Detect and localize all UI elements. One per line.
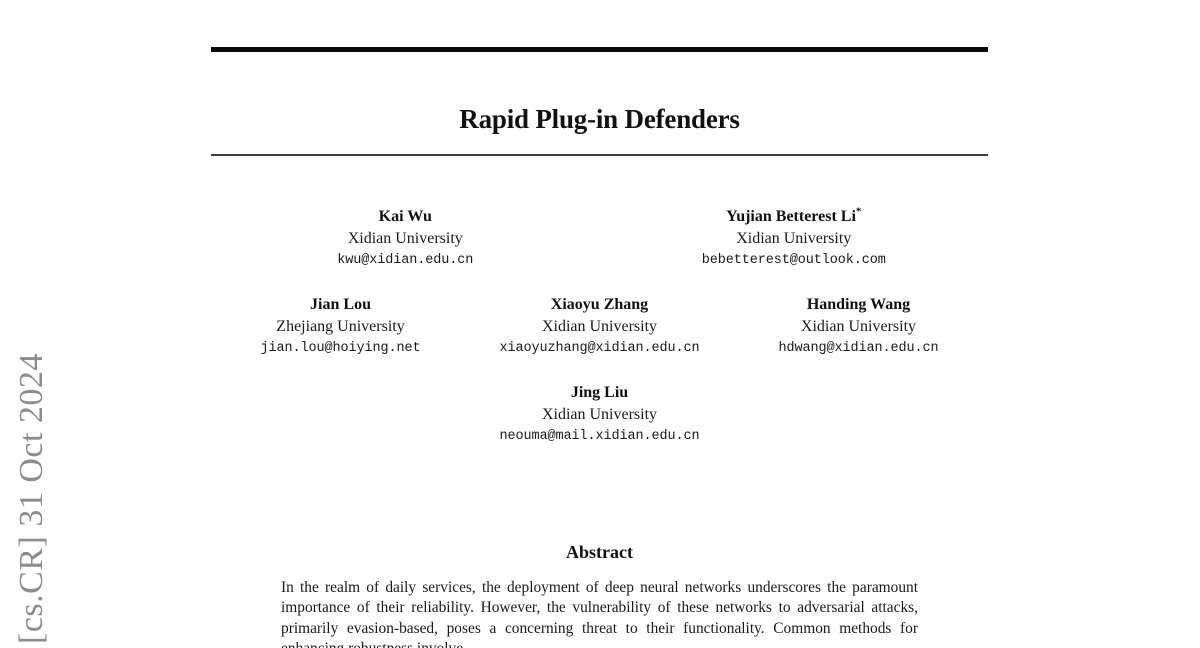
author-name: Kai Wu (211, 206, 600, 228)
abstract-body: In the realm of daily services, the depl… (281, 578, 918, 648)
author-row: Jing Liu Xidian University neouma@mail.x… (211, 382, 988, 448)
author-footnote-marker: * (855, 205, 862, 218)
author-entry: Jian Lou Zhejiang University jian.lou@ho… (211, 294, 470, 360)
author-row: Jian Lou Zhejiang University jian.lou@ho… (211, 294, 988, 360)
author-name: Handing Wang (729, 294, 988, 316)
author-email[interactable]: neouma@mail.xidian.edu.cn (499, 429, 700, 444)
author-entry: Xiaoyu Zhang Xidian University xiaoyuzha… (470, 294, 729, 360)
author-name: Yujian Betterest Li* (600, 206, 989, 228)
title-bottom-rule (211, 154, 988, 156)
author-block: Kai Wu Xidian University kwu@xidian.edu.… (211, 206, 988, 448)
author-affiliation: Xidian University (541, 318, 658, 335)
title-top-rule (211, 47, 988, 52)
author-name-text: Handing Wang (806, 296, 911, 313)
author-affiliation: Xidian University (736, 230, 852, 247)
author-name-text: Yujian Betterest Li (726, 208, 856, 225)
author-email[interactable]: hdwang@xidian.edu.cn (778, 341, 939, 356)
author-email[interactable]: xiaoyuzhang@xidian.edu.cn (499, 341, 700, 356)
author-name-text: Kai Wu (378, 208, 432, 225)
arxiv-sidebar-stamp: [cs.CR] 31 Oct 2024 (0, 0, 64, 648)
author-affiliation: Xidian University (541, 406, 658, 423)
author-email[interactable]: kwu@xidian.edu.cn (337, 253, 474, 268)
author-name-text: Xiaoyu Zhang (550, 296, 649, 313)
author-entry: Handing Wang Xidian University hdwang@xi… (729, 294, 988, 360)
abstract-paragraph: In the realm of daily services, the depl… (281, 579, 918, 648)
author-email[interactable]: jian.lou@hoiying.net (260, 341, 421, 356)
author-entry: Kai Wu Xidian University kwu@xidian.edu.… (211, 206, 600, 272)
author-name-text: Jing Liu (570, 384, 629, 401)
author-name-text: Jian Lou (310, 296, 371, 313)
author-name: Xiaoyu Zhang (470, 294, 729, 316)
author-name: Jing Liu (470, 382, 729, 404)
author-entry: Jing Liu Xidian University neouma@mail.x… (470, 382, 729, 448)
author-affiliation: Xidian University (800, 318, 917, 335)
author-affiliation: Zhejiang University (276, 318, 405, 335)
author-row: Kai Wu Xidian University kwu@xidian.edu.… (211, 206, 988, 272)
page-title: Rapid Plug-in Defenders (459, 104, 740, 135)
author-email[interactable]: bebetterest@outlook.com (701, 253, 886, 268)
author-entry: Yujian Betterest Li* Xidian University b… (600, 206, 989, 272)
author-name: Jian Lou (211, 294, 470, 316)
author-affiliation: Xidian University (347, 230, 463, 247)
abstract-heading: Abstract (566, 541, 633, 562)
arxiv-stamp-text: [cs.CR] 31 Oct 2024 (13, 353, 50, 644)
